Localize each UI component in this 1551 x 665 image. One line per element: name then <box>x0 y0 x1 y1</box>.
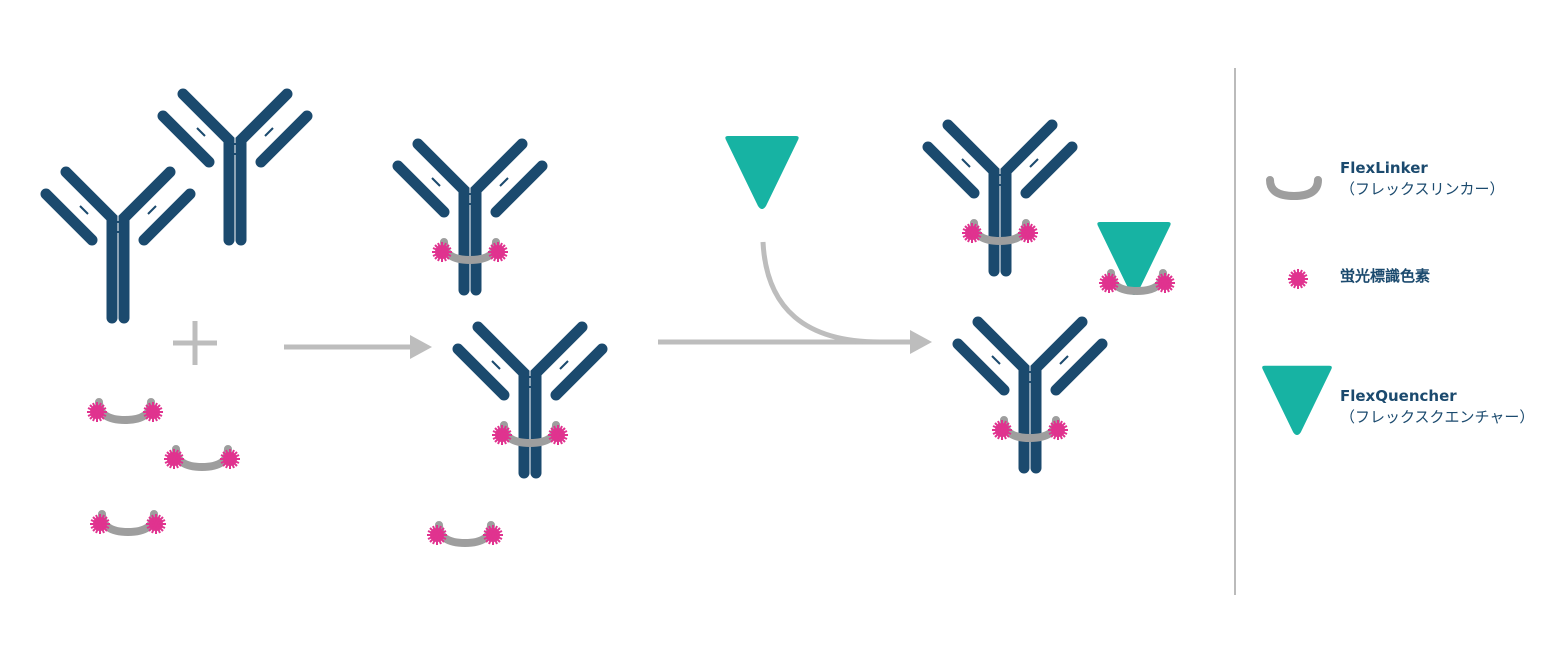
arrow-right-icon <box>284 335 432 359</box>
bound-flexlinker <box>432 242 508 262</box>
plus-icon <box>173 321 217 365</box>
flexlinker-with-dyes <box>164 449 240 469</box>
bound-flexlinker <box>962 223 1038 243</box>
legend-flexquencher: FlexQuencher （フレックスクエンチャー） <box>1340 386 1534 428</box>
legend-flexlinker-name: FlexLinker <box>1340 159 1428 177</box>
flexlinker-with-dyes <box>87 402 163 422</box>
flexquencher-legend-icon <box>1262 365 1332 436</box>
antibody <box>46 172 190 318</box>
legend-dye-name: 蛍光標識色素 <box>1340 267 1431 285</box>
antibody <box>163 94 307 240</box>
antibody <box>958 322 1102 468</box>
antibody <box>458 327 602 473</box>
legend-dye: 蛍光標識色素 <box>1340 266 1430 287</box>
flexlinker-with-dyes <box>90 514 166 534</box>
dye-legend-icon <box>1287 268 1309 290</box>
arrow-head-icon <box>910 330 932 354</box>
flexlinker-legend-icon <box>1266 176 1322 201</box>
antibody <box>398 144 542 290</box>
antibody <box>928 125 1072 271</box>
bound-flexlinker <box>492 425 568 445</box>
flexquencher <box>725 136 799 209</box>
legend-flexquencher-kana: （フレックスクエンチャー） <box>1340 408 1535 426</box>
arrow-right-merge-icon <box>658 241 912 345</box>
legend-flexlinker: FlexLinker （フレックスリンカー） <box>1340 158 1505 200</box>
flexlinker-with-dyes <box>427 525 503 545</box>
legend-flexlinker-kana: （フレックスリンカー） <box>1340 180 1505 198</box>
bound-flexlinker <box>992 420 1068 440</box>
legend-flexquencher-name: FlexQuencher <box>1340 387 1457 405</box>
